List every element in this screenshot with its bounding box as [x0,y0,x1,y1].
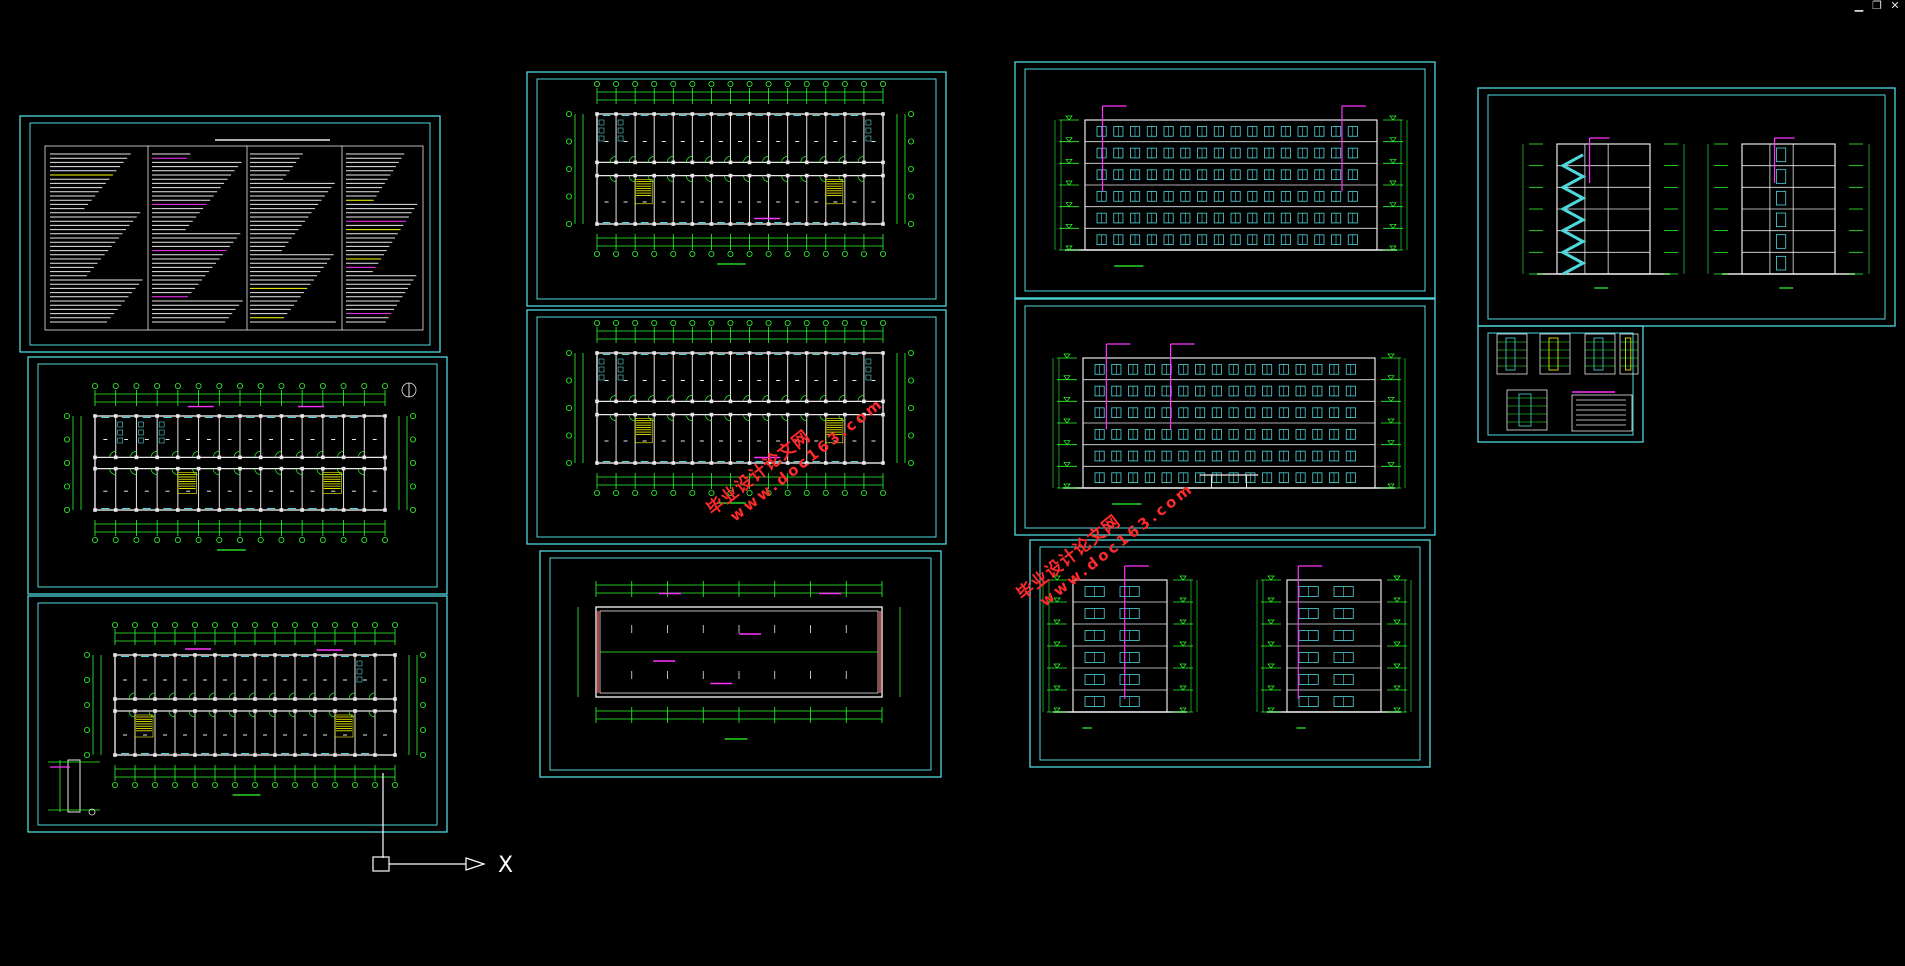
elevation-drawing [1042,565,1198,729]
wall-detail-drawing [48,759,100,816]
sheet-design-notes[interactable] [19,115,441,353]
sheet-standard-floor-plan-b[interactable] [526,309,947,545]
restore-icon[interactable]: ❐ [1872,0,1882,12]
minimize-icon[interactable]: ▁ [1854,0,1864,12]
sheet-side-elevations[interactable] [1029,539,1431,768]
elevation-drawing [1052,343,1406,505]
north-arrow-icon [401,382,417,398]
elevation-drawing [1054,105,1408,267]
sheet-roof-plan[interactable] [539,550,942,778]
elevation-drawing [1256,565,1412,729]
floor-plan-drawing [84,622,426,796]
floor-plan-drawing [64,382,416,551]
section-drawing [1707,137,1870,289]
sheet-frames [19,61,1896,833]
sheet-details[interactable] [1477,325,1644,443]
notes-table [44,139,424,331]
sheet-first-floor-plan[interactable] [27,356,448,595]
ucs-icon: X [372,773,513,878]
roof-plan-drawing [577,581,901,740]
sheet-sections[interactable] [1477,87,1896,327]
sheet-contents [44,81,1870,816]
sheet-south-elevation[interactable] [1014,61,1436,299]
close-icon[interactable]: ✕ [1890,0,1900,12]
sheet-north-elevation[interactable] [1014,298,1436,536]
details-drawing [1496,333,1639,432]
sheet-standard-floor-plan-a[interactable] [526,71,947,307]
sheet-ground-floor-plan[interactable] [27,595,448,833]
floor-plan-drawing [566,81,915,265]
floor-plan-drawing [566,319,915,504]
window-controls: ▁ ❐ ✕ [1853,0,1901,14]
section-drawing [1522,137,1685,289]
ucs-x-label: X [498,853,513,878]
